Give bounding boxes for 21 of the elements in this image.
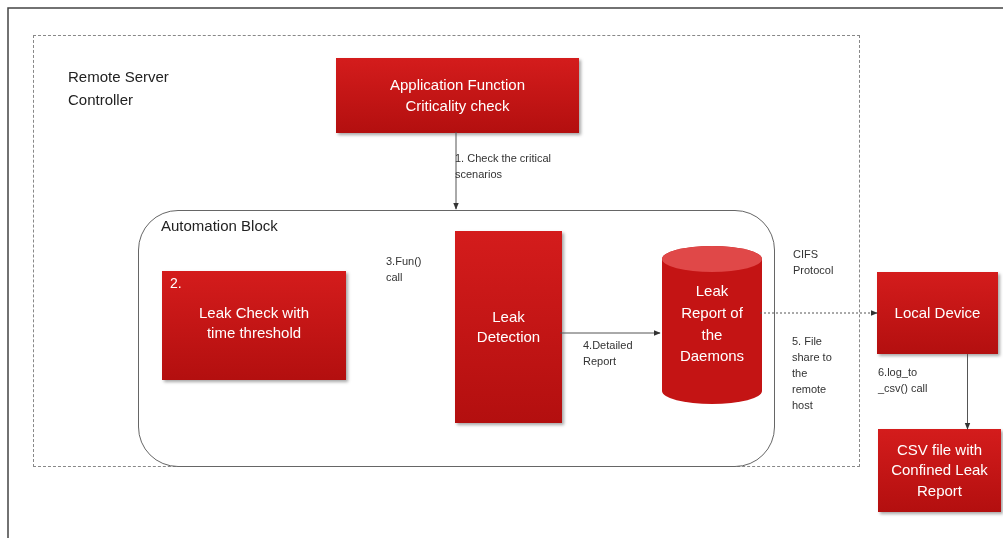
- edge-label: 4.Detailed Report: [583, 338, 634, 369]
- annotation-text: CIFS Protocol: [793, 247, 835, 278]
- node-text: Leak Check with time threshold: [197, 303, 311, 344]
- arrow: [759, 310, 878, 316]
- arrow: [559, 330, 661, 336]
- edge-label: 5. File share to the remote host: [792, 334, 833, 413]
- annotation-text: 3.Fun() call: [386, 254, 423, 285]
- rounded-container: [138, 210, 775, 467]
- dashed-container: [33, 35, 860, 467]
- node-text: Leak Report of the Daemons: [678, 281, 746, 367]
- process-box: Application Function Criticality check: [336, 58, 579, 133]
- process-box: CSV file with Confined Leak Report: [878, 429, 1001, 512]
- edge-label: 6.log_to _csv() call: [878, 365, 928, 396]
- container-title: Automation Block: [161, 216, 278, 236]
- process-box: Local Device: [877, 272, 998, 354]
- edge-label: 1. Check the critical scenarios: [455, 151, 552, 182]
- arrow: [453, 131, 459, 210]
- arrow: [964, 353, 971, 430]
- step-number: 2.: [170, 275, 182, 291]
- process-box: Leak Detection: [455, 231, 562, 423]
- container-title: Remote Server Controller: [68, 67, 170, 110]
